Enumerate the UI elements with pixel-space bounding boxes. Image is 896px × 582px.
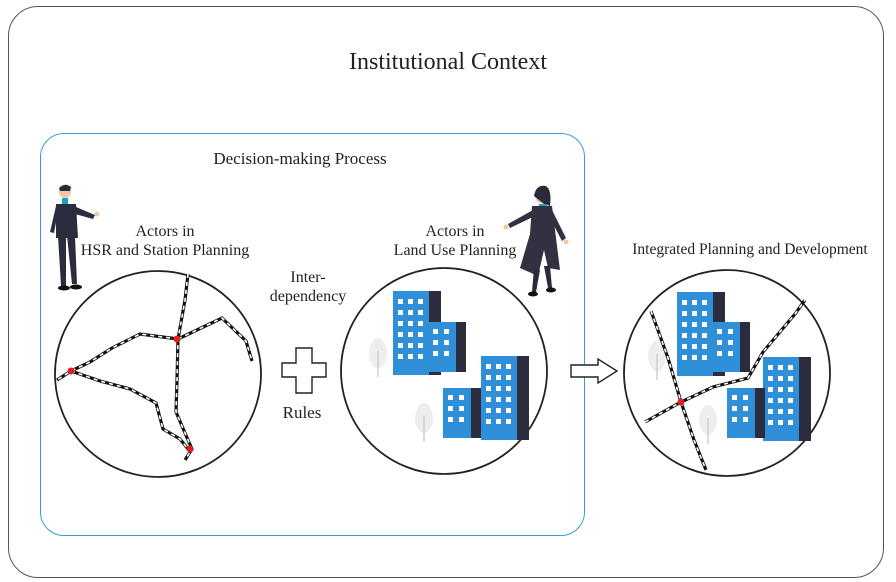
integrated-planning-label: Integrated Planning and Development <box>632 241 868 258</box>
woman-figure-icon <box>503 185 569 297</box>
actors-land-line-2: Land Use Planning <box>393 242 517 260</box>
actors-land-label: Actors in Land Use Planning <box>380 222 530 260</box>
integrated-planning-icon <box>623 269 831 477</box>
arrow-right-icon <box>570 357 619 385</box>
institutional-context-frame <box>8 6 884 578</box>
actors-hsr-line-1: Actors in <box>135 223 195 240</box>
interdependency-label: Inter- dependency <box>268 268 348 306</box>
buildings-icon <box>340 267 548 475</box>
institutional-context-title: Institutional Context <box>349 49 547 75</box>
actors-hsr-line-2: HSR and Station Planning <box>80 242 250 260</box>
interdependency-line-2: dependency <box>269 288 347 306</box>
man-figure-icon <box>50 184 100 291</box>
plus-icon <box>281 347 327 394</box>
actors-hsr-label: Actors in HSR and Station Planning <box>40 222 290 260</box>
rules-label: Rules <box>282 403 322 422</box>
decision-making-process-box <box>40 133 585 536</box>
actors-land-line-1: Actors in <box>425 223 485 240</box>
decision-making-process-label: Decision-making Process <box>213 149 387 168</box>
rail-network-icon <box>54 270 262 478</box>
interdependency-line-1: Inter- <box>290 269 326 286</box>
